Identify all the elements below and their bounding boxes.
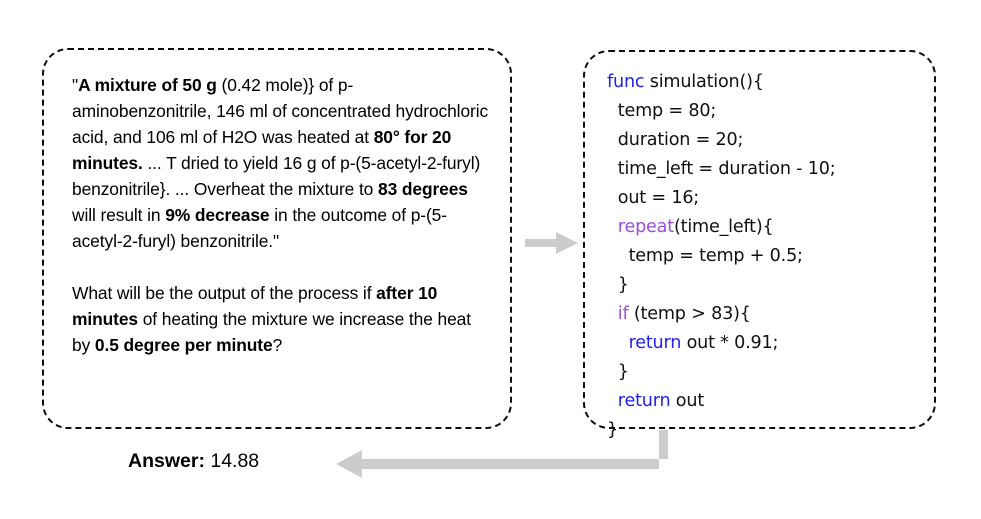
prose-segment: 0.5 degree per minute: [94, 335, 273, 355]
code-token: [607, 217, 618, 237]
prose-segment: 80° for 20 minutes.: [72, 127, 452, 173]
code-line: }: [607, 358, 924, 387]
answer-value: 14.88: [204, 450, 260, 472]
code-keyword: return: [628, 333, 682, 353]
code-line: func simulation(){: [607, 68, 924, 97]
prose-segment: ?: [272, 335, 283, 355]
code-line: repeat(time_left){: [607, 213, 924, 242]
code-line: temp = 80;: [607, 97, 924, 126]
code-token: duration = 20;: [607, 130, 744, 150]
code-line: }: [607, 416, 924, 445]
code-token: temp = 80;: [607, 101, 717, 121]
code-listing: func simulation(){ temp = 80; duration =…: [607, 68, 924, 445]
code-line: time_left = duration - 10;: [607, 155, 924, 184]
code-token: out = 16;: [607, 188, 700, 208]
problem-paragraph-1: "A mixture of 50 g (0.42 mole)} of p-ami…: [72, 72, 490, 254]
code-token: [607, 333, 629, 353]
code-line: return out: [607, 387, 924, 416]
prose-segment: in the outcome of p-(5-acetyl-2-furyl) b…: [72, 205, 447, 251]
prose-segment: of heating the mixture we increase the h…: [72, 309, 471, 355]
code-token: }: [607, 275, 629, 295]
code-block-box: func simulation(){ temp = 80; duration =…: [583, 50, 936, 440]
prose-segment: What will be the output of the process i…: [72, 283, 377, 303]
prose-segment: after 10 minutes: [72, 283, 438, 329]
problem-statement-text: "A mixture of 50 g (0.42 mole)} of p-ami…: [72, 72, 490, 358]
code-token: (temp > 83){: [628, 304, 751, 324]
code-token: temp = temp + 0.5;: [607, 246, 803, 266]
code-token: (time_left){: [673, 217, 774, 237]
code-line: if (temp > 83){: [607, 300, 924, 329]
code-line: }: [607, 271, 924, 300]
code-token: time_left = duration - 10;: [607, 159, 836, 179]
code-keyword: return: [617, 391, 671, 411]
code-token: }: [607, 362, 629, 382]
code-line: return out * 0.91;: [607, 329, 924, 358]
code-token: out: [670, 391, 705, 411]
code-token: simulation(){: [644, 72, 764, 92]
prose-segment: will result in: [72, 205, 166, 225]
answer-label: Answer:: [128, 450, 205, 472]
answer-line: Answer: 14.88: [128, 448, 259, 474]
problem-statement-box: "A mixture of 50 g (0.42 mole)} of p-ami…: [42, 48, 512, 429]
code-line: temp = temp + 0.5;: [607, 242, 924, 271]
code-token: }: [607, 420, 618, 440]
code-line: out = 16;: [607, 184, 924, 213]
code-keyword: repeat: [617, 217, 674, 237]
problem-paragraph-2: What will be the output of the process i…: [72, 280, 490, 358]
prose-segment: (0.42 mole)} of p-aminobenzonitrile, 146…: [72, 75, 489, 147]
code-lines: func simulation(){ temp = 80; duration =…: [607, 68, 924, 445]
problem-to-code-arrow: [525, 232, 578, 254]
code-token: [607, 304, 618, 324]
prose-segment: 83 degrees: [378, 179, 468, 199]
prose-segment: ... T dried to yield 16 g of p-(5-acetyl…: [72, 153, 481, 199]
code-token: out * 0.91;: [681, 333, 779, 353]
code-keyword: func: [607, 72, 645, 92]
prose-segment: ": [72, 75, 79, 95]
code-line: duration = 20;: [607, 126, 924, 155]
prose-segment: A mixture of 50 g: [78, 75, 217, 95]
code-keyword: if: [617, 304, 629, 324]
code-token: [607, 391, 618, 411]
prose-segment: 9% decrease: [165, 205, 270, 225]
